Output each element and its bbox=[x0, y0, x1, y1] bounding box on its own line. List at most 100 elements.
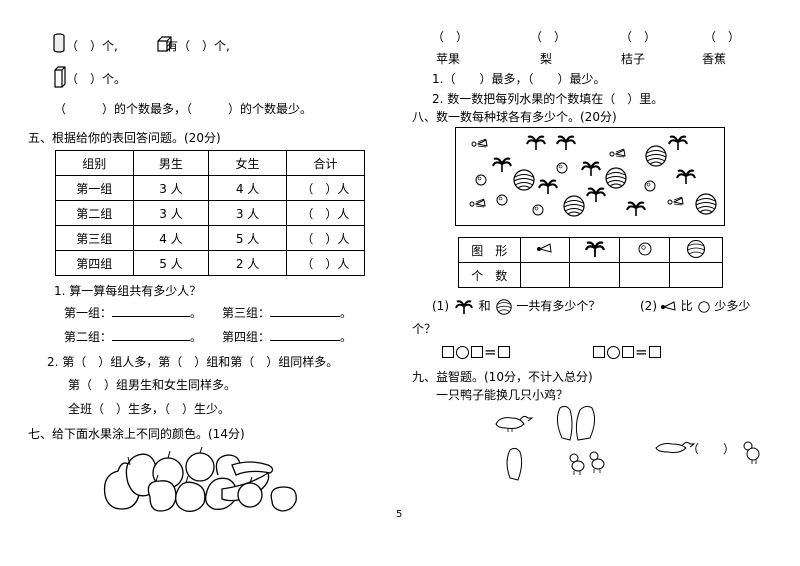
shuttlecock-icon-cell bbox=[519, 237, 571, 263]
header-boys: 男生 bbox=[132, 150, 210, 176]
balls-scatter-illustration bbox=[469, 135, 717, 217]
section5-title: 五、根据给你的表回答问题。(20分) bbox=[28, 131, 221, 145]
equation-box[interactable] bbox=[622, 346, 634, 358]
equation-2: = bbox=[593, 343, 661, 361]
table-row: 第三组 4 人 5 人 （ ）人 bbox=[55, 225, 366, 251]
group4-answer-line[interactable] bbox=[270, 328, 341, 341]
fruit-blank-pear[interactable]: （ ） bbox=[530, 30, 567, 44]
sec8-q1: (1) 和 一共有多少个？ bbox=[432, 297, 600, 316]
shuttlecock-count-cell[interactable] bbox=[519, 262, 571, 288]
page-number: 5 bbox=[396, 509, 403, 520]
pearl-icon-cell bbox=[619, 237, 671, 263]
section9-title: 九、益智题。(10分，不计入总分) bbox=[412, 370, 593, 384]
yarn-count-cell[interactable] bbox=[669, 262, 723, 288]
fruit-blank-banana[interactable]: （ ） bbox=[704, 30, 741, 44]
top-q-line1-b: 有（ ）个, bbox=[166, 39, 230, 53]
cuboid-icon bbox=[54, 66, 66, 88]
pearl-count-cell[interactable] bbox=[619, 262, 671, 288]
sec5-q2b: 第（ ）组男生和女生同样多。 bbox=[68, 378, 237, 392]
ball-picture-box bbox=[455, 127, 725, 226]
shape-row-label: 图 形 bbox=[458, 237, 521, 263]
top-q-line3: （ ）的个数最多，（ ）的个数最少。 bbox=[54, 102, 313, 116]
group1-label: 第一组： bbox=[64, 306, 113, 320]
equation-result-box[interactable] bbox=[497, 346, 510, 358]
table-row: 第二组 3 人 3 人 （ ）人 bbox=[55, 200, 366, 226]
total-answer-cell[interactable]: （ ）人 bbox=[285, 250, 366, 276]
group3-answer-row: 第三组： 。 bbox=[222, 304, 352, 321]
palm-tree-icon bbox=[584, 240, 606, 257]
group2-answer-line[interactable] bbox=[112, 328, 191, 341]
fruit-name-apple: 苹果 bbox=[436, 52, 461, 66]
cell: 4 人 bbox=[132, 225, 210, 251]
total-answer-cell[interactable]: （ ）人 bbox=[285, 200, 366, 226]
cell: 第三组 bbox=[55, 225, 134, 251]
period: 。 bbox=[190, 306, 203, 320]
top-q-line1-a: （ ）个, bbox=[66, 39, 118, 53]
total-answer-cell[interactable]: （ ）人 bbox=[285, 225, 366, 251]
cube-icon bbox=[157, 36, 172, 52]
fruit-blank-orange[interactable]: （ ） bbox=[620, 30, 657, 44]
equation-box[interactable] bbox=[442, 346, 454, 358]
sec5-q2c: 全班（ ）生多，（ ）生少。 bbox=[68, 402, 231, 416]
section8-title: 八、数一数每种球各有多少个。(20分) bbox=[412, 110, 617, 124]
cell: 第一组 bbox=[55, 175, 134, 201]
sec5-q2a: 2. 第（ ）组人多，第（ ）组和第（ ）组同样多。 bbox=[47, 355, 339, 369]
period: 。 bbox=[340, 330, 353, 344]
shuttlecock-icon bbox=[660, 300, 676, 311]
sec5-q1: 1. 算一算每组共有多少人？ bbox=[54, 284, 202, 298]
fruit-q1: 1.（ ）最多，（ ）最少。 bbox=[432, 72, 606, 86]
total-answer-cell[interactable]: （ ）人 bbox=[285, 175, 366, 201]
equation-box[interactable] bbox=[471, 346, 483, 358]
cell: 5 人 bbox=[132, 250, 210, 276]
count-row-label: 个 数 bbox=[458, 262, 521, 288]
compare-text: 比 bbox=[680, 299, 693, 313]
sec9-answer-blank[interactable]: （ ） bbox=[687, 442, 736, 456]
header-group: 组别 bbox=[55, 150, 134, 176]
group1-answer-line[interactable] bbox=[112, 304, 191, 317]
cell: 第二组 bbox=[55, 200, 134, 226]
duck-chick-puzzle-illustration bbox=[495, 405, 760, 481]
equation-result-box[interactable] bbox=[648, 346, 661, 358]
yarn-icon-cell bbox=[669, 237, 723, 263]
period: 。 bbox=[340, 306, 353, 320]
palm-tree-icon bbox=[454, 299, 473, 314]
q1-text: 一共有多少个？ bbox=[516, 299, 601, 313]
header-girls: 女生 bbox=[208, 150, 287, 176]
equals-sign: = bbox=[635, 343, 648, 361]
top-q-line2: （ ）个。 bbox=[66, 72, 127, 86]
and-text: 和 bbox=[478, 299, 491, 313]
group2-label: 第二组： bbox=[64, 330, 113, 344]
equals-sign: = bbox=[484, 343, 497, 361]
table-row: 第一组 3 人 4 人 （ ）人 bbox=[55, 175, 366, 201]
pearl-ball-icon bbox=[638, 242, 652, 255]
shuttlecock-icon bbox=[537, 242, 552, 253]
equation-box[interactable] bbox=[593, 346, 605, 358]
sec8-q-continued: 个？ bbox=[412, 322, 437, 336]
header-total: 合计 bbox=[285, 150, 366, 176]
equation-1: = bbox=[442, 343, 510, 361]
group3-answer-line[interactable] bbox=[270, 304, 341, 317]
group4-answer-row: 第四组： 。 bbox=[222, 328, 352, 345]
group3-label: 第三组： bbox=[222, 306, 271, 320]
pearl-ball-icon bbox=[697, 300, 710, 313]
fruit-pile-illustration[interactable] bbox=[100, 445, 315, 515]
sec8-q2: (2) 比 少多少 bbox=[640, 297, 750, 315]
fruit-blank-apple[interactable]: （ ） bbox=[432, 30, 469, 44]
cell: 3 人 bbox=[208, 200, 287, 226]
cell: 4 人 bbox=[208, 175, 287, 201]
fruit-name-banana: 香蕉 bbox=[702, 52, 727, 66]
q2-number: (2) bbox=[640, 299, 657, 313]
q2-text: 少多少 bbox=[714, 299, 751, 313]
fruit-name-pear: 梨 bbox=[540, 52, 553, 66]
operator-circle[interactable] bbox=[607, 345, 620, 359]
group4-label: 第四组： bbox=[222, 330, 271, 344]
section7-title: 七、给下面水果涂上不同的颜色。(14分) bbox=[28, 427, 245, 441]
cell: 3 人 bbox=[132, 175, 210, 201]
group2-answer-row: 第二组：。 bbox=[64, 328, 202, 345]
palm-count-cell[interactable] bbox=[569, 262, 621, 288]
q1-number: (1) bbox=[432, 299, 449, 313]
cell: 5 人 bbox=[208, 225, 287, 251]
operator-circle[interactable] bbox=[456, 345, 469, 359]
group-table: 组别 男生 女生 合计 第一组 3 人 4 人 （ ）人 第二组 3 人 3 人… bbox=[55, 150, 366, 276]
palm-icon-cell bbox=[569, 237, 621, 263]
